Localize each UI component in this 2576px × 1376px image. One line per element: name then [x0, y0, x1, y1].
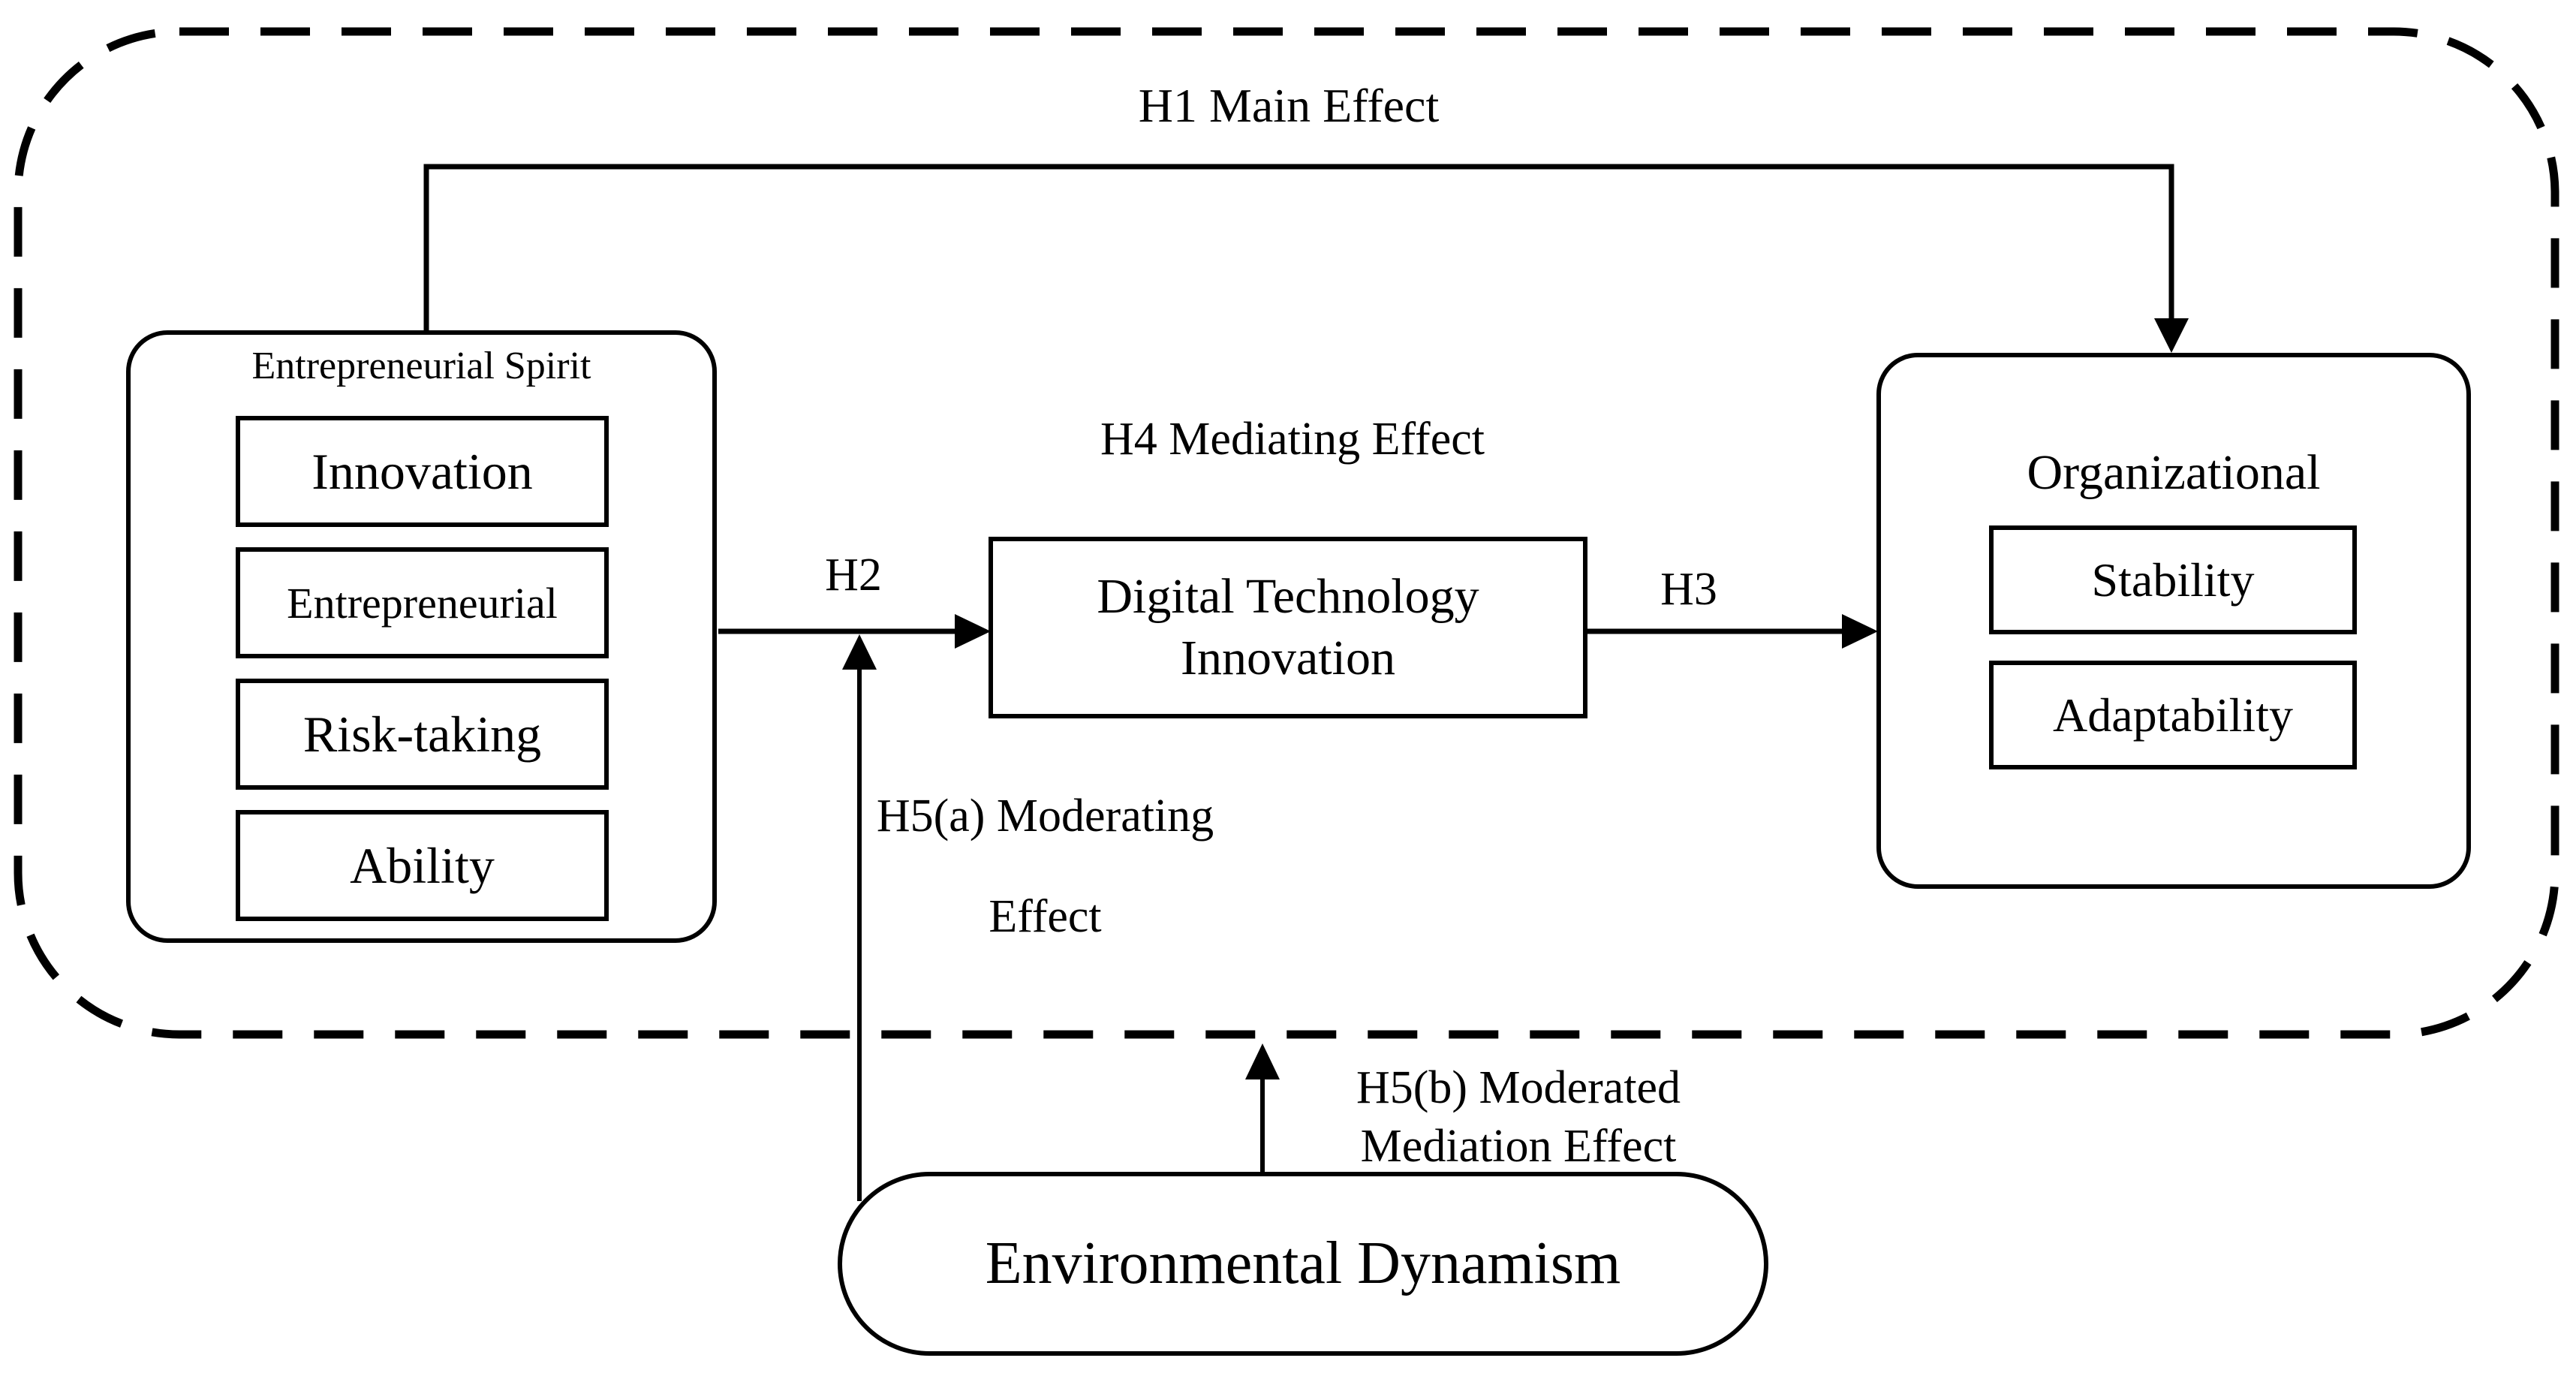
h4-mediating-effect-label: H4 Mediating Effect: [1100, 414, 1485, 465]
dimension-label: Risk-taking: [302, 705, 542, 763]
dimension-label: Entrepreneurial: [287, 578, 558, 628]
h1-arrow-line: [423, 164, 2174, 333]
environmental-dynamism-pill: Environmental Dynamism: [838, 1172, 1768, 1356]
mediator-label-line1: Digital Technology: [1097, 568, 1479, 624]
dimension-box-innovation: Innovation: [236, 416, 609, 527]
h1-arrowhead: [2154, 318, 2189, 353]
h5a-moderating-label-line2: Effect: [989, 891, 1102, 942]
dimension-box-entrepreneurial: Entrepreneurial: [236, 547, 609, 658]
dimension-box-stability: Stability: [1989, 525, 2357, 634]
dimension-label: Stability: [2091, 553, 2255, 607]
h1-main-effect-label: H1 Main Effect: [1138, 79, 1440, 132]
dimension-box-adaptability: Adaptability: [1989, 661, 2357, 769]
dimension-label: Ability: [350, 836, 495, 894]
h5a-arrowhead: [842, 634, 877, 670]
moderator-label: Environmental Dynamism: [985, 1230, 1621, 1296]
organizational-title: Organizational: [2027, 445, 2321, 500]
digital-technology-innovation-box: Digital Technology Innovation: [989, 537, 1587, 718]
h3-arrowhead: [1842, 614, 1878, 649]
h5b-arrowhead: [1245, 1043, 1280, 1079]
h5b-moderated-mediation-label-line1: H5(b) Moderated: [1356, 1062, 1681, 1113]
dimension-label: Adaptability: [2053, 688, 2293, 742]
h2-label: H2: [825, 549, 882, 601]
mediator-label-line2: Innovation: [1181, 631, 1395, 685]
h5b-moderated-mediation-label-line2: Mediation Effect: [1360, 1121, 1677, 1172]
entrepreneurial-spirit-title: Entrepreneurial Spirit: [251, 345, 591, 387]
dimension-label: Innovation: [311, 442, 533, 500]
h3-label: H3: [1660, 564, 1717, 615]
dimension-box-risk-taking: Risk-taking: [236, 679, 609, 790]
entrepreneurial-spirit-box: Entrepreneurial Spirit Innovation Entrep…: [126, 330, 717, 943]
h5a-moderating-label-line1: H5(a) Moderating: [876, 790, 1214, 842]
dashed-boundary: [14, 27, 2559, 1039]
h2-arrowhead: [955, 614, 991, 649]
dimension-box-ability: Ability: [236, 810, 609, 921]
organizational-box: Organizational Stability Adaptability: [1876, 353, 2471, 889]
